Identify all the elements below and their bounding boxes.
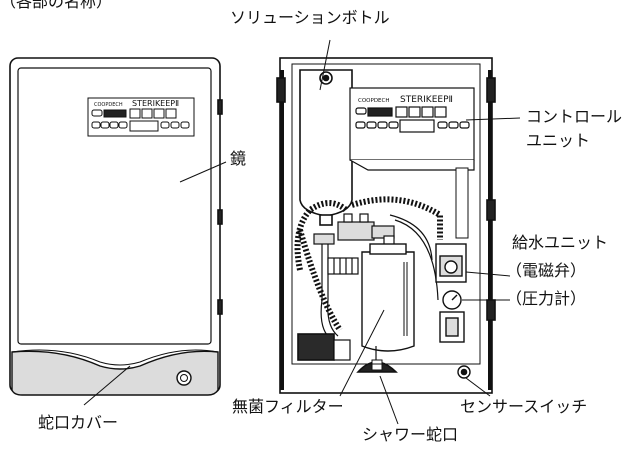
leader-water-supply bbox=[465, 271, 511, 277]
label-mirror: 鏡 bbox=[230, 149, 247, 168]
solution-bottle bbox=[299, 69, 353, 217]
leader-lines bbox=[83, 39, 521, 425]
label-control-unit-line2: ユニット bbox=[526, 131, 591, 150]
water-supply-unit bbox=[435, 167, 469, 343]
label-sensor-switch: センサースイッチ bbox=[460, 397, 588, 416]
sterile-filter bbox=[361, 243, 415, 352]
leader-control-unit bbox=[465, 117, 521, 121]
hinge bbox=[217, 299, 223, 315]
faucet-cover bbox=[11, 350, 219, 396]
brand-model: STERIKEEPⅡ bbox=[400, 95, 453, 105]
label-pressure-gauge: （圧力計） bbox=[506, 289, 587, 308]
label-solenoid-valve: （電磁弁） bbox=[506, 261, 587, 280]
hinge bbox=[217, 99, 223, 115]
leader-shower-faucet bbox=[379, 375, 399, 425]
closed-unit: COOPDECH STERIKEEPⅡ bbox=[9, 57, 223, 396]
label-sterile-filter: 無菌フィルター bbox=[232, 397, 344, 416]
connector bbox=[327, 257, 359, 275]
section-header: （各部の名称） bbox=[0, 0, 113, 11]
label-shower-faucet: シャワー蛇口 bbox=[362, 425, 459, 444]
label-solution-bottle: ソリューションボトル bbox=[230, 8, 390, 27]
brand-maker: COOPDECH bbox=[358, 98, 390, 104]
brand-model-small: STERIKEEPⅡ bbox=[132, 99, 179, 108]
braided-hose bbox=[294, 200, 348, 271]
brand-maker-small: COOPDECH bbox=[94, 102, 123, 108]
mirror-panel bbox=[17, 67, 212, 345]
hinge bbox=[217, 209, 223, 225]
label-water-supply-unit: 給水ユニット bbox=[512, 233, 609, 252]
leader-mirror bbox=[179, 161, 227, 183]
leader-sterile-filter bbox=[339, 309, 385, 397]
leader-solution-bottle bbox=[319, 39, 331, 91]
closed-control-panel: COOPDECH STERIKEEPⅡ bbox=[87, 97, 195, 137]
label-faucet-cover: 蛇口カバー bbox=[38, 413, 119, 432]
label-control-unit-line1: コントロール bbox=[526, 107, 623, 126]
label-control-unit: コントロール ユニット bbox=[526, 108, 622, 150]
leader-faucet-cover bbox=[83, 365, 131, 406]
control-unit: COOPDECH STERIKEEPⅡ bbox=[349, 87, 475, 171]
leader-sensor-switch bbox=[465, 377, 491, 397]
transformer bbox=[297, 333, 335, 361]
open-unit: COOPDECH STERIKEEPⅡ bbox=[276, 57, 496, 394]
